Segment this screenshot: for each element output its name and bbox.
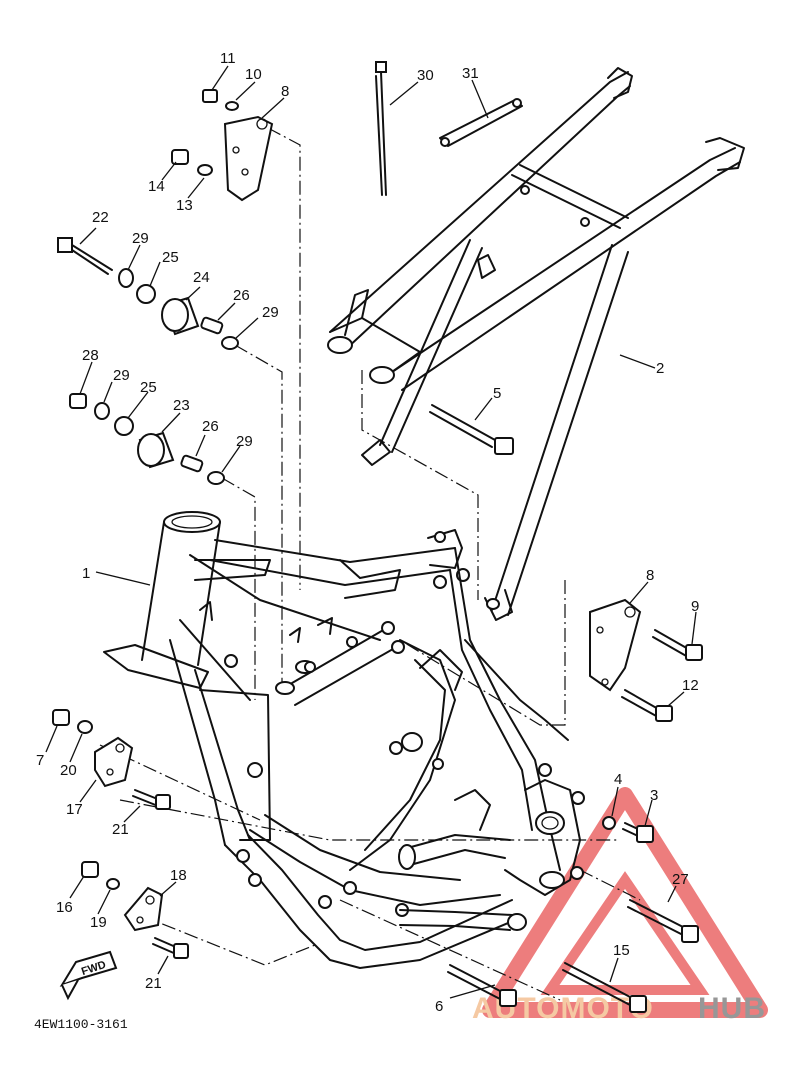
- callout-28: 28: [82, 347, 99, 364]
- callout-24: 24: [193, 269, 210, 286]
- callout-6: 6: [435, 998, 443, 1015]
- callout-20: 20: [60, 762, 77, 779]
- callout-22: 22: [92, 209, 109, 226]
- callout-12: 12: [682, 677, 699, 694]
- callout-16: 16: [56, 899, 73, 916]
- leader-lines: [45, 65, 697, 999]
- callouts: 1 2 3 4 5 6 7 8 8 9 10 11 12 13 14 15 16…: [36, 50, 699, 1015]
- callout-26-lower: 26: [202, 418, 219, 435]
- callout-27: 27: [672, 871, 689, 888]
- watermark-text-2: HUB: [698, 992, 766, 1025]
- rear-subframe: [327, 67, 745, 621]
- callout-21-upper: 21: [112, 821, 129, 838]
- callout-29-a: 29: [132, 230, 149, 247]
- callout-29-d: 29: [236, 433, 253, 450]
- callout-1: 1: [82, 565, 90, 582]
- callout-7: 7: [36, 752, 44, 769]
- main-frame: [103, 511, 585, 969]
- callout-25-upper: 25: [162, 249, 179, 266]
- callout-30: 30: [417, 67, 434, 84]
- callout-29-c: 29: [262, 304, 279, 321]
- fwd-arrow: FWD: [59, 950, 118, 1001]
- callout-14: 14: [148, 178, 165, 195]
- callout-23: 23: [173, 397, 190, 414]
- callout-11: 11: [220, 50, 236, 67]
- callout-29-b: 29: [113, 367, 130, 384]
- callout-10: 10: [245, 66, 262, 83]
- hardware: [52, 61, 703, 1013]
- callout-3: 3: [650, 787, 658, 804]
- callout-31: 31: [462, 65, 479, 82]
- diagram-code: 4EW1100-3161: [34, 1017, 128, 1032]
- callout-4: 4: [614, 771, 622, 788]
- callout-13: 13: [176, 197, 193, 214]
- callout-19: 19: [90, 914, 107, 931]
- callout-5: 5: [493, 385, 501, 402]
- callout-2: 2: [656, 360, 664, 377]
- callout-9: 9: [691, 598, 699, 615]
- callout-15: 15: [613, 942, 630, 959]
- callout-26-upper: 26: [233, 287, 250, 304]
- callout-8-right: 8: [646, 567, 654, 584]
- callout-21-lower: 21: [145, 975, 162, 992]
- callout-18: 18: [170, 867, 187, 884]
- callout-17: 17: [66, 801, 83, 818]
- callout-8-upper: 8: [281, 83, 289, 100]
- callout-25-lower: 25: [140, 379, 157, 396]
